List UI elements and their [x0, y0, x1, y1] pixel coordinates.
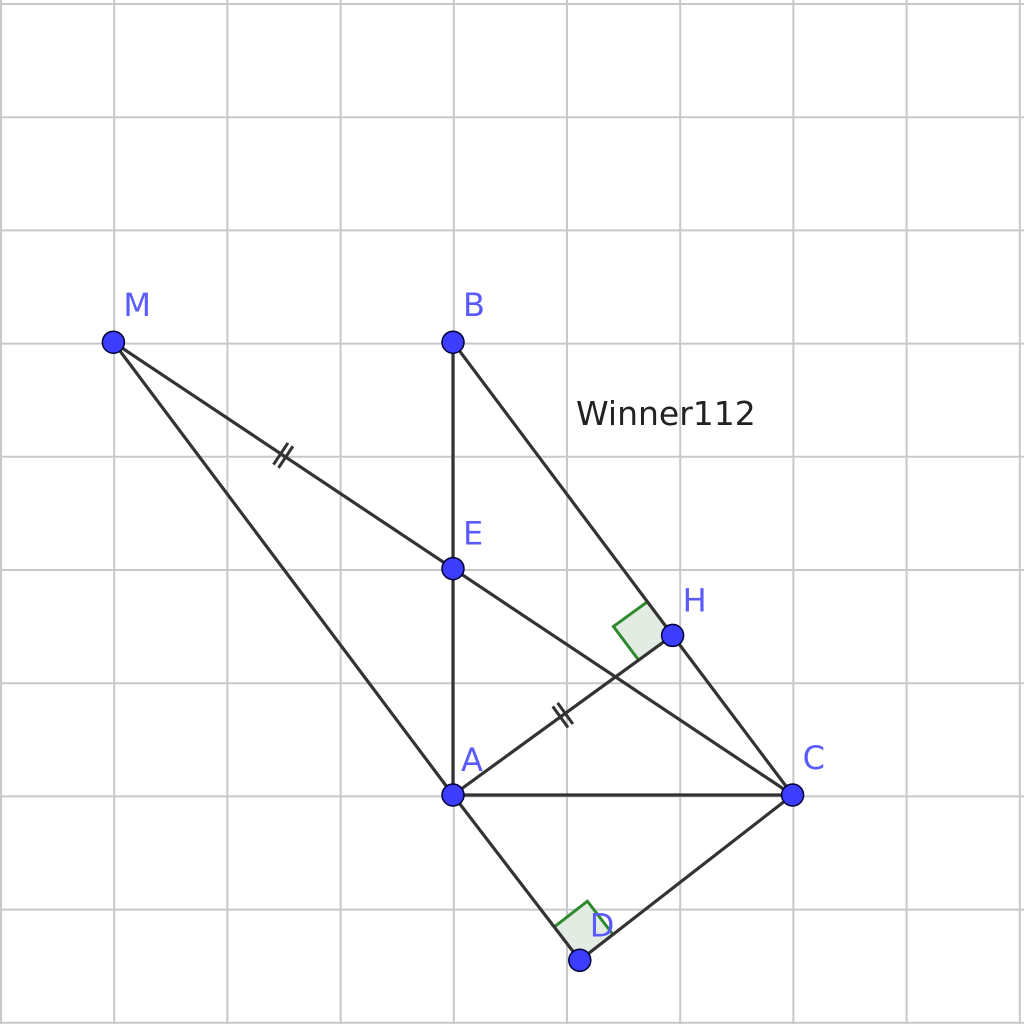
segment-AD: [451, 793, 582, 962]
credit-text: Winner112: [576, 394, 756, 433]
segment-DC: [578, 793, 795, 962]
segment-MA: [111, 340, 455, 797]
tick-mark-AH: [556, 702, 575, 725]
segment-HC: [671, 633, 795, 797]
segments: [111, 340, 795, 962]
point-label-H: H: [683, 581, 707, 619]
equal-length-marks: [272, 442, 575, 729]
point-label-E: E: [463, 515, 483, 553]
segment-ME: [111, 340, 455, 571]
tick-mark-ME: [272, 442, 290, 466]
right-angle-mark-H: [611, 600, 649, 661]
tick-mark-AH: [551, 705, 570, 729]
point-D: [568, 948, 592, 973]
point-C: [780, 783, 805, 807]
right-angle-mark-D: [553, 899, 615, 936]
point-labels: M B E H A C D: [123, 286, 825, 944]
point-B: [441, 330, 465, 354]
point-label-B: B: [463, 286, 485, 324]
points: [101, 330, 805, 973]
point-label-D: D: [590, 906, 615, 944]
point-H: [660, 623, 685, 648]
segment-AH: [451, 633, 675, 797]
point-label-C: C: [803, 739, 825, 777]
tick-mark-ME: [277, 445, 295, 469]
point-M: [101, 330, 126, 354]
point-A: [441, 783, 465, 807]
segment-EC: [451, 566, 795, 797]
point-label-M: M: [123, 286, 151, 324]
point-label-A: A: [461, 741, 483, 779]
point-E: [441, 556, 465, 581]
segment-BH: [451, 340, 675, 637]
